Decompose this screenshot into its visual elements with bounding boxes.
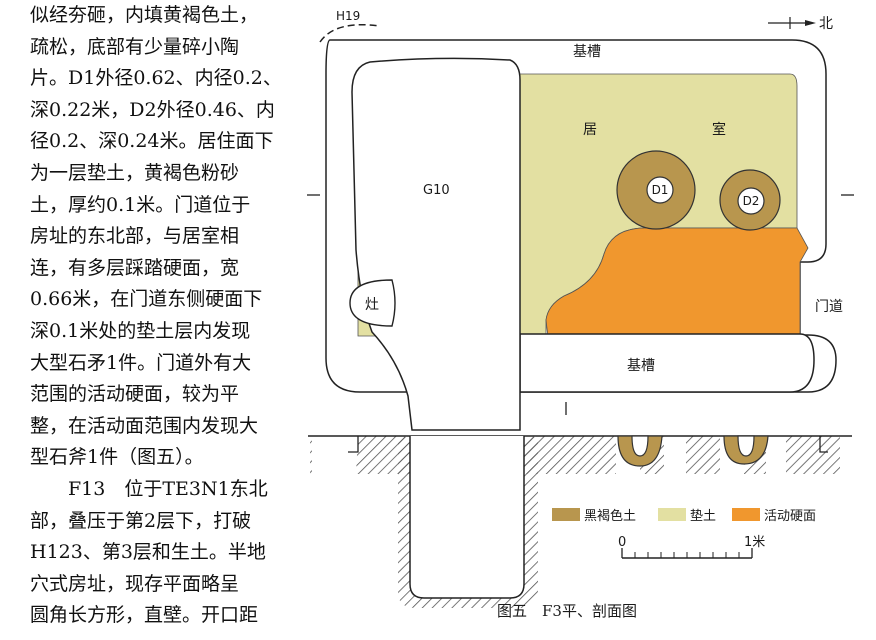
text-line: 土，厚约0.1米。门道位于 xyxy=(30,193,251,216)
section-hatched-ground xyxy=(310,436,852,474)
figure-caption: 图五 F3平、剖面图 xyxy=(497,602,637,620)
label-stove: 灶 xyxy=(365,297,379,313)
ditch-g10 xyxy=(351,57,521,431)
text-line: 似经夯砸，内填黄褐色土， xyxy=(30,4,259,26)
text-line: 深0.1米处的垫土层内发现 xyxy=(30,319,251,342)
text-line: 穴式房址，现存平面略呈 xyxy=(30,572,240,595)
text-line: 深0.22米，D2外径0.46、内 xyxy=(30,98,275,121)
north-arrow-icon xyxy=(768,17,816,29)
label-g10: G10 xyxy=(423,183,450,198)
text-line: 圆角长方形，直壁。开口距 xyxy=(30,604,259,627)
legend-label-pad-soil: 垫土 xyxy=(690,508,716,524)
legend-label-dark-brown: 黑褐色土 xyxy=(584,508,636,524)
g10-section-pit xyxy=(409,436,525,599)
section-step-west xyxy=(348,436,359,453)
text-line: 为一层垫土，黄褐色粉砂 xyxy=(30,161,240,184)
label-d2: D2 xyxy=(743,194,760,208)
text-line: 径0.2、深0.24米。居住面下 xyxy=(30,130,274,153)
label-h19: H19 xyxy=(336,9,360,23)
text-line: 部，叠压于第2层下，打破 xyxy=(30,509,252,532)
stove-feature xyxy=(349,279,396,327)
label-foundation-bottom: 基槽 xyxy=(627,357,655,374)
h19-dashed-outline xyxy=(319,23,381,43)
posthole-section-d1 xyxy=(617,435,663,467)
text-line: 型石斧1件（图五）。 xyxy=(30,446,204,469)
text-line: 整，在活动面范围内发现大 xyxy=(30,414,259,437)
text-line: 片。D1外径0.62、内径0.2、 xyxy=(30,67,282,90)
posthole-section-d2 xyxy=(723,435,769,465)
text-line: 范围的活动硬面，较为平 xyxy=(30,383,240,406)
posthole-d2 xyxy=(719,169,781,231)
text-line: 连，有多层踩踏硬面，宽 xyxy=(30,256,240,279)
scale-label-start: 0 xyxy=(618,535,626,550)
scale-bar xyxy=(621,548,753,559)
paragraph-f13: F13 位于TE3N1东北 部，叠压于第2层下，打破 H123、第3层和生土。半… xyxy=(30,474,292,632)
legend-label-activity-surface: 活动硬面 xyxy=(764,509,816,524)
label-north: 北 xyxy=(819,16,833,32)
legend-swatch-dark-brown xyxy=(552,508,580,521)
section-step-east xyxy=(819,436,828,453)
text-line: 0.66米，在门道东侧硬面下 xyxy=(30,288,263,311)
scale-label-end: 1米 xyxy=(744,535,765,550)
foundation-trench-south xyxy=(519,333,815,393)
legend-swatch-activity-surface xyxy=(732,508,760,521)
legend-swatch-pad-soil xyxy=(658,508,686,521)
text-line: H123、第3层和生土。半地 xyxy=(30,541,266,564)
text-line: F13 位于TE3N1东北 xyxy=(68,477,268,500)
text-line: 疏松，底部有少量碎小陶 xyxy=(30,35,240,58)
label-ju: 居 xyxy=(583,122,597,138)
label-foundation-top: 基槽 xyxy=(573,43,601,60)
label-shi: 室 xyxy=(712,121,726,138)
paragraph-f3-details: 似经夯砸，内填黄褐色土， 疏松，底部有少量碎小陶 片。D1外径0.62、内径0.… xyxy=(30,0,292,474)
text-line: 房址的东北部，与居室相 xyxy=(30,225,240,248)
text-column: 似经夯砸，内填黄褐色土， 疏松，底部有少量碎小陶 片。D1外径0.62、内径0.… xyxy=(30,0,292,632)
text-line: 大型石矛1件。门道外有大 xyxy=(30,351,252,374)
label-d1: D1 xyxy=(652,183,669,197)
label-doorway: 门道 xyxy=(815,299,843,315)
posthole-d1 xyxy=(616,150,696,230)
